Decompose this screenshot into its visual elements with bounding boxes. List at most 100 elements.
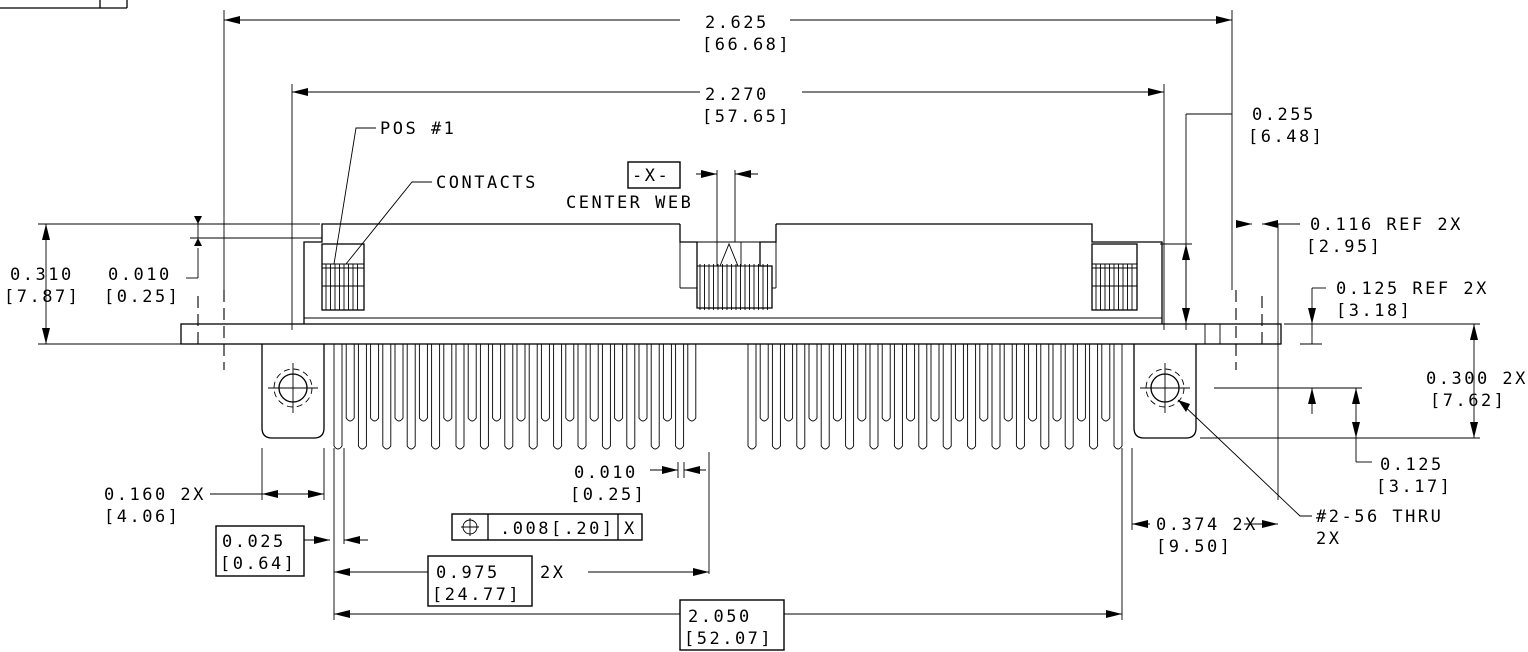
contact-pin: [991, 344, 1001, 450]
dim-0255: 0.255 [6.48]: [1160, 105, 1324, 330]
contact-pin: [1101, 344, 1111, 422]
label-pos1: POS #1: [380, 119, 456, 139]
contact-pin: [418, 344, 428, 422]
contact-pin: [357, 344, 367, 450]
contact-pin: [431, 344, 441, 450]
contact-pin: [675, 344, 685, 450]
tol-value: .008[.20]: [500, 519, 615, 539]
dim-0255-in: 0.255: [1252, 105, 1316, 125]
contact-pin: [443, 344, 453, 422]
contact-pin: [1015, 344, 1025, 450]
contact-pin: [467, 344, 477, 422]
contact-pin: [687, 344, 697, 422]
dim-0125ref-mm: [3.18]: [1336, 301, 1412, 321]
contact-pin: [747, 344, 757, 450]
contact-pin: [893, 344, 903, 450]
dim-2625-mm: [66.68]: [702, 35, 791, 55]
contact-pin: [479, 344, 489, 450]
contact-pin: [967, 344, 977, 450]
contact-pin: [516, 344, 526, 422]
dim-0300-in: 0.300 2X: [1426, 369, 1528, 389]
contact-pin: [626, 344, 636, 450]
dim-0975-mm: [24.77]: [432, 585, 521, 605]
contact-pin: [1040, 344, 1050, 450]
dim-0010-gap: 0.010 [0.25]: [104, 216, 322, 307]
contact-pin: [759, 344, 769, 422]
dim-0116-mm: [2.95]: [1306, 237, 1382, 257]
dim-0160: 0.160 2X [4.06]: [104, 448, 325, 527]
contact-pin: [504, 344, 514, 450]
dim-0116-in: 0.116 REF 2X: [1310, 215, 1463, 235]
dim-0160-in: 0.160 2X: [104, 485, 206, 505]
contact-pin: [565, 344, 575, 422]
contact-pin: [1076, 344, 1086, 422]
contact-pin: [869, 344, 879, 450]
dim-0374: 0.374 2X [9.50]: [1131, 448, 1278, 557]
dim-2050-in: 2.050: [688, 607, 752, 627]
contact-pin: [614, 344, 624, 422]
contact-pin: [492, 344, 502, 422]
dim-0125ref-in: 0.125 REF 2X: [1336, 279, 1489, 299]
contact-pin: [540, 344, 550, 422]
mounting-ear-right: [1133, 344, 1197, 439]
position-icon: [461, 518, 479, 536]
contact-pin: [333, 344, 343, 450]
dim-0975: 0.975 [24.77] 2X: [334, 555, 709, 607]
dim-0255-mm: [6.48]: [1248, 127, 1324, 147]
contact-pin: [528, 344, 538, 450]
dim-0010gap-mm: [0.25]: [104, 287, 180, 307]
contact-pin: [1089, 344, 1099, 450]
contact-pin: [638, 344, 648, 422]
dim-0300: 0.300 2X [7.62]: [1200, 324, 1528, 439]
dim-0300-mm: [7.62]: [1430, 391, 1506, 411]
contact-pin: [784, 344, 794, 422]
contact-pin: [577, 344, 587, 450]
callout-pos1: POS #1: [333, 119, 456, 265]
dim-0010pin-mm: [0.25]: [570, 485, 646, 505]
label-center-web: CENTER WEB: [566, 193, 693, 213]
dim-0310-mm: [7.87]: [4, 287, 80, 307]
contact-pin: [845, 344, 855, 450]
contact-pin: [808, 344, 818, 422]
contact-pin: [650, 344, 660, 450]
contact-pin: [553, 344, 563, 450]
contact-pin: [455, 344, 465, 450]
contact-pin: [662, 344, 672, 422]
dim-0374-mm: [9.50]: [1156, 537, 1232, 557]
title-block-fragment: [0, 0, 128, 9]
callout-thru-hole: #2-56 THRU 2X: [1177, 399, 1443, 549]
dim-2050-mm: [52.07]: [684, 629, 773, 649]
label-thru-hole: #2-56 THRU: [1316, 507, 1443, 527]
dim-2625-in: 2.625: [705, 13, 769, 33]
connector-body: [180, 223, 1282, 370]
contact-pin: [382, 344, 392, 450]
contact-pin: [881, 344, 891, 422]
contact-pin: [406, 344, 416, 450]
dim-0160-mm: [4.06]: [104, 507, 180, 527]
contact-pin: [918, 344, 928, 450]
contact-pin: [930, 344, 940, 422]
label-datum-x: -X-: [632, 166, 670, 186]
dim-0025: 0.025 [0.64]: [215, 448, 368, 620]
callout-center-web: -X- CENTER WEB: [566, 161, 758, 242]
dim-overall-width: 2.625 [66.68]: [223, 10, 1233, 290]
tol-datum: X: [624, 519, 637, 539]
dim-2270-mm: [57.65]: [702, 107, 791, 127]
dim-0125: 0.125 [3.17]: [1214, 387, 1450, 497]
dim-0025-in: 0.025: [222, 532, 286, 552]
dim-0116-ref: 0.116 REF 2X [2.95]: [1236, 215, 1463, 500]
dim-0025-mm: [0.64]: [220, 554, 296, 574]
contact-pin: [771, 344, 781, 450]
position-tolerance-frame: .008[.20] X: [451, 513, 643, 541]
dim-0374-in: 0.374 2X: [1156, 515, 1258, 535]
label-thru-qty: 2X: [1316, 529, 1341, 549]
contact-pin: [1113, 344, 1123, 450]
contact-pin: [942, 344, 952, 450]
dim-0310: 0.310 [7.87]: [4, 223, 320, 345]
dim-0975-qty: 2X: [540, 563, 565, 583]
contact-pin: [1028, 344, 1038, 422]
contact-pin: [589, 344, 599, 422]
dim-0125-ref: 0.125 REF 2X [3.18]: [1284, 279, 1489, 345]
dim-2050: 2.050 [52.07]: [334, 448, 1123, 651]
